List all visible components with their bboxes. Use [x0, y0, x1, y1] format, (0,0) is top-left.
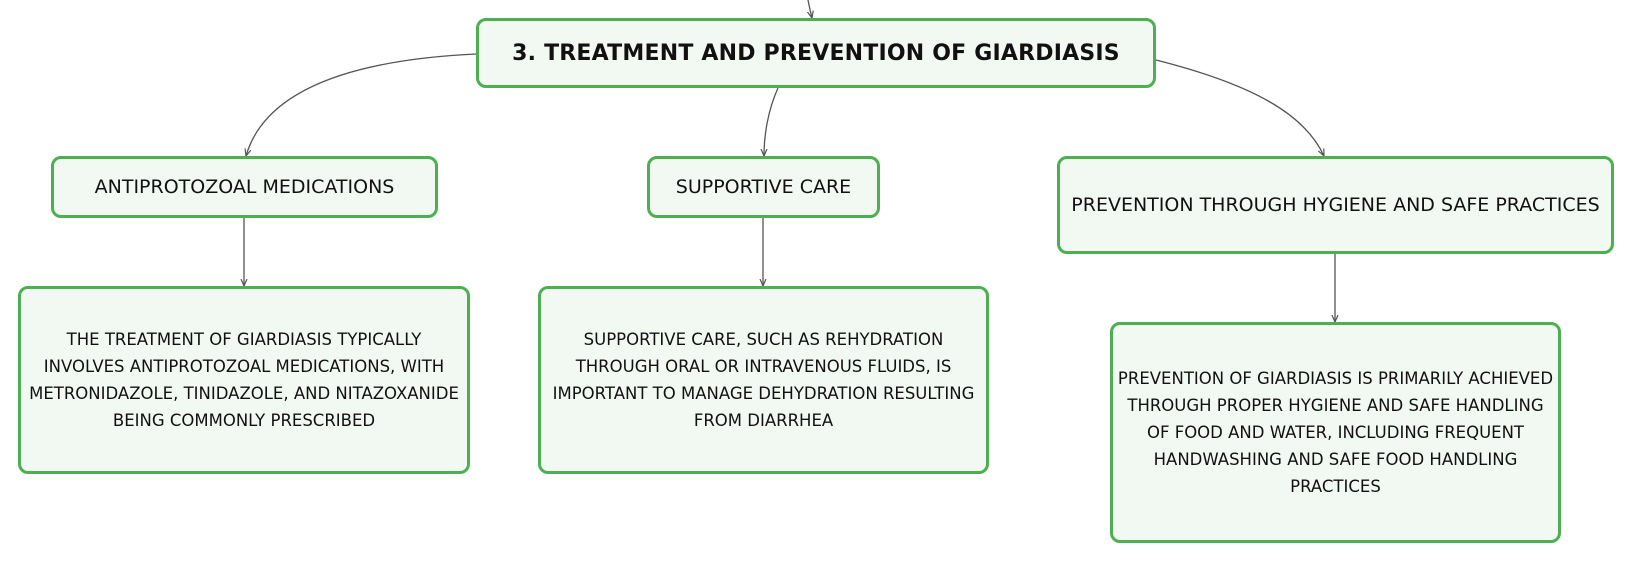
branch-node-supportive-care[interactable]: SUPPORTIVE CARE — [647, 156, 880, 218]
branch-node-label: PREVENTION THROUGH HYGIENE AND SAFE PRAC… — [1071, 194, 1600, 216]
root-node-label: 3. TREATMENT AND PREVENTION OF GIARDIASI… — [512, 40, 1120, 66]
detail-node-antiprotozoal-medications[interactable]: THE TREATMENT OF GIARDIASIS TYPICALLY IN… — [18, 286, 470, 474]
connector-incoming-root — [808, 0, 812, 18]
connector-root-to-antiprotozoal — [246, 53, 477, 156]
root-node[interactable]: 3. TREATMENT AND PREVENTION OF GIARDIASI… — [476, 18, 1156, 88]
detail-node-text: SUPPORTIVE CARE, SUCH AS REHYDRATION THR… — [552, 330, 975, 430]
branch-node-prevention[interactable]: PREVENTION THROUGH HYGIENE AND SAFE PRAC… — [1057, 156, 1614, 254]
branch-node-label: SUPPORTIVE CARE — [675, 176, 852, 198]
connector-root-to-prevention — [1155, 59, 1324, 156]
branch-node-label: ANTIPROTOZOAL MEDICATIONS — [94, 176, 395, 198]
branch-node-antiprotozoal-medications[interactable]: ANTIPROTOZOAL MEDICATIONS — [51, 156, 438, 218]
detail-node-text: THE TREATMENT OF GIARDIASIS TYPICALLY IN… — [29, 330, 459, 430]
detail-node-text: PREVENTION OF GIARDIASIS IS PRIMARILY AC… — [1117, 369, 1554, 496]
detail-node-prevention[interactable]: PREVENTION OF GIARDIASIS IS PRIMARILY AC… — [1110, 322, 1561, 543]
connector-root-to-supportive — [764, 87, 779, 156]
detail-node-supportive-care[interactable]: SUPPORTIVE CARE, SUCH AS REHYDRATION THR… — [538, 286, 989, 474]
